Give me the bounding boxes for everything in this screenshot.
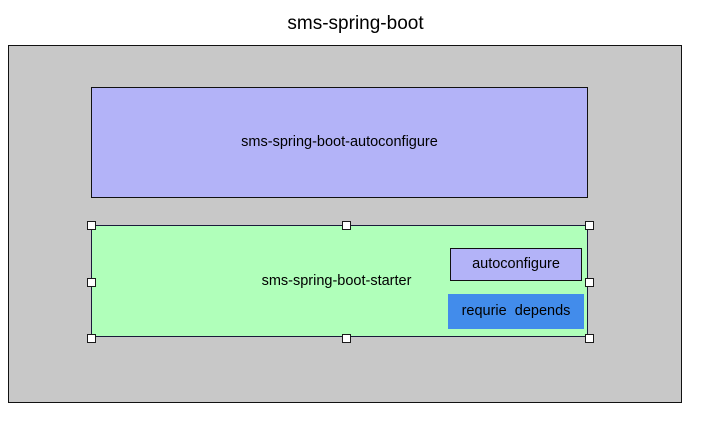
page-title: sms-spring-boot bbox=[287, 13, 424, 34]
selection-handle-middle-left[interactable] bbox=[87, 278, 96, 287]
module-label-autoconfigure: sms-spring-boot-autoconfigure bbox=[241, 134, 438, 151]
selection-handle-bottom-right[interactable] bbox=[585, 334, 594, 343]
selection-handle-middle-right[interactable] bbox=[585, 278, 594, 287]
selection-handle-bottom-middle[interactable] bbox=[342, 334, 351, 343]
module-label-starter: sms-spring-boot-starter bbox=[261, 272, 412, 289]
outer-module-container[interactable]: sms-spring-boot-autoconfigure sms-spring… bbox=[8, 45, 682, 403]
selection-handle-bottom-left[interactable] bbox=[87, 334, 96, 343]
module-box-starter[interactable]: sms-spring-boot-starter autoconfigure re… bbox=[87, 221, 594, 343]
tag-box-autoconfigure[interactable]: autoconfigure bbox=[450, 248, 582, 281]
selection-handle-top-right[interactable] bbox=[585, 221, 594, 230]
tag-box-requires-depends[interactable]: requrie depends bbox=[448, 294, 584, 329]
tag-label-autoconfigure: autoconfigure bbox=[472, 256, 560, 273]
selection-handle-top-left[interactable] bbox=[87, 221, 96, 230]
selection-handle-top-middle[interactable] bbox=[342, 221, 351, 230]
tag-label-requires-depends: requrie depends bbox=[461, 303, 571, 320]
module-label-starter-wrapper: sms-spring-boot-starter bbox=[92, 226, 587, 336]
module-box-autoconfigure[interactable]: sms-spring-boot-autoconfigure bbox=[91, 87, 588, 198]
